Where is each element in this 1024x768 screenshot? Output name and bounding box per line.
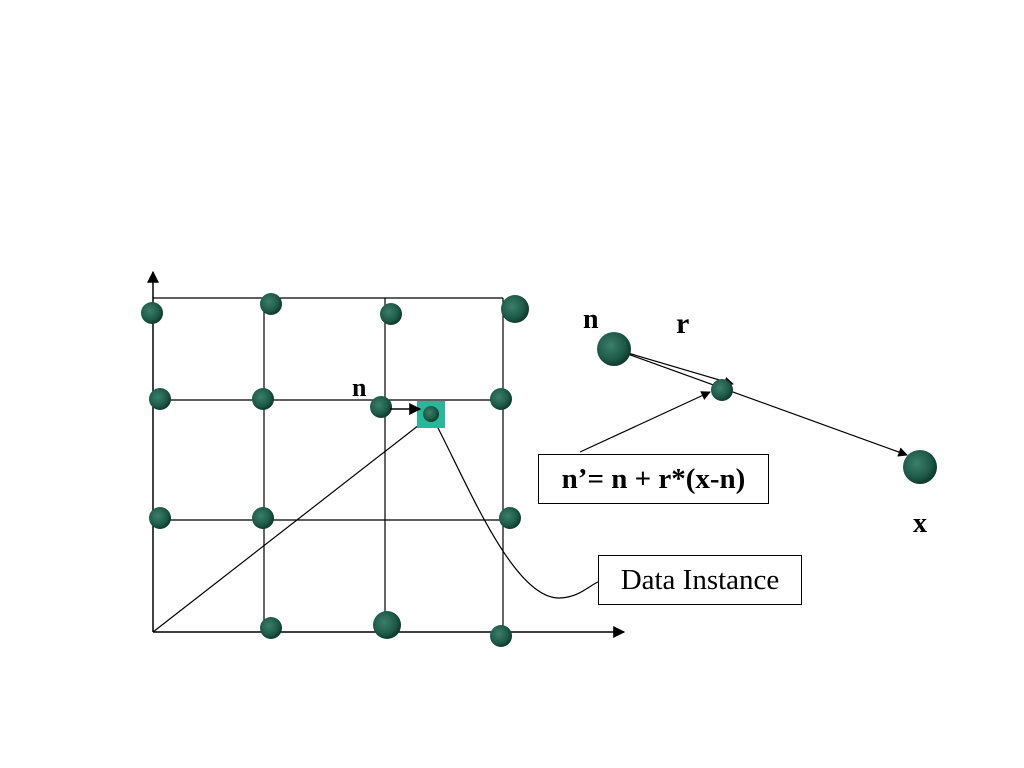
update-formula-box: n’= n + r*(x-n) [538, 454, 769, 504]
update-formula: n’= n + r*(x-n) [561, 463, 746, 495]
label-x: x [913, 508, 927, 539]
grid-lines [153, 297, 504, 632]
data-instance-box: Data Instance [598, 555, 802, 605]
grid-node [252, 507, 274, 529]
instance-vector [152, 417, 429, 633]
grid-node [380, 303, 402, 325]
grid-node [260, 293, 282, 315]
instance-callout-curve [435, 423, 599, 599]
formula-callout-line [579, 391, 711, 453]
grid-node [373, 611, 401, 639]
grid-node [260, 617, 282, 639]
grid-node [499, 507, 521, 529]
grid-node [501, 295, 529, 323]
node-n [597, 332, 631, 366]
grid-node [490, 625, 512, 647]
r-step-arrow [627, 352, 734, 387]
label-r: r [676, 307, 689, 340]
grid-node-n [370, 396, 392, 418]
grid-node [141, 302, 163, 324]
grid-node [252, 388, 274, 410]
grid-node [149, 388, 171, 410]
axes [147, 270, 626, 638]
update-illustration: n r x [579, 304, 937, 539]
data-instance-node [423, 406, 439, 422]
data-instance-label: Data Instance [620, 564, 780, 596]
grid-nodes [141, 293, 529, 647]
label-n-right: n [583, 304, 599, 335]
grid-node [149, 507, 171, 529]
n-to-x-line [613, 348, 908, 457]
label-n-grid: n [352, 373, 367, 402]
node-n-prime [711, 379, 733, 401]
grid-node [490, 388, 512, 410]
node-x [903, 450, 937, 484]
